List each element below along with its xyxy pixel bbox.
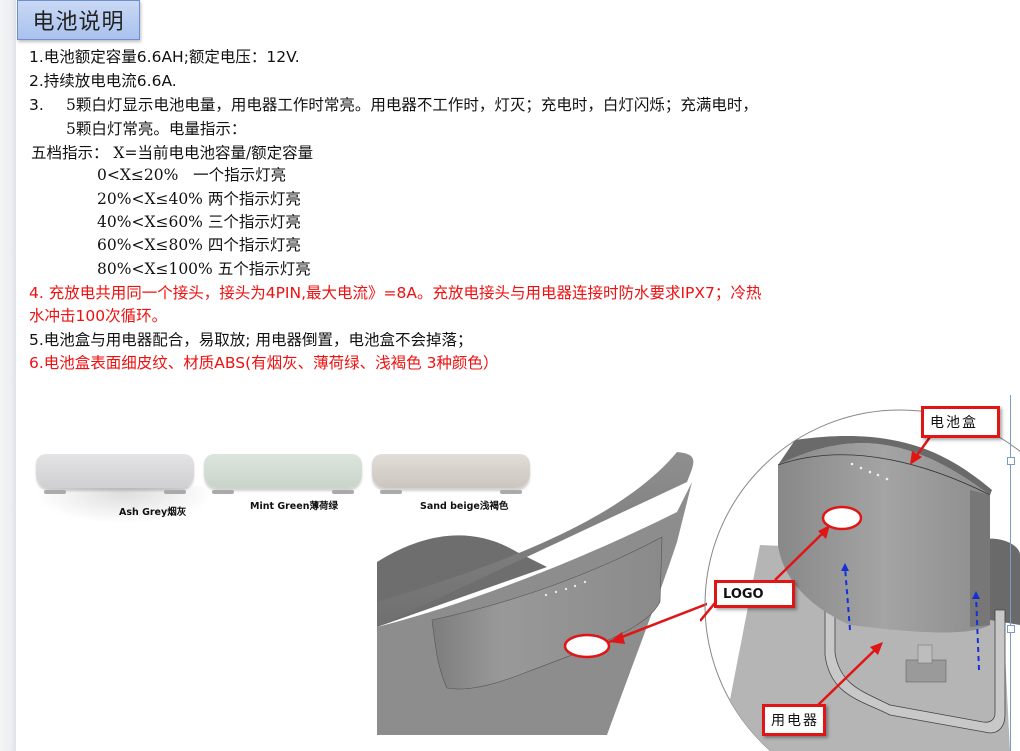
item-2: 2.持续放电电流6.6A. bbox=[29, 72, 177, 90]
five-level-indicator: 五档指示： X=当前电电池容量/额定容量 bbox=[31, 144, 314, 162]
level-desc: 五个指示灯亮 bbox=[217, 260, 311, 278]
swatch-label: Ash Grey烟灰 bbox=[119, 507, 187, 518]
item-4-line-2: 水冲击100次循环。 bbox=[29, 307, 168, 325]
selection-guide-line bbox=[1010, 395, 1011, 751]
level-desc: 两个指示灯亮 bbox=[207, 190, 301, 208]
left-margin bbox=[0, 0, 16, 751]
swatch-sand-beige bbox=[372, 454, 530, 494]
callout-appliance: 用电器 bbox=[762, 704, 826, 736]
level-row: 40%<X≤60% 三个指示灯亮 bbox=[97, 211, 301, 234]
level-row: 80%<X≤100% 五个指示灯亮 bbox=[97, 258, 311, 281]
page-title: 电池说明 bbox=[17, 0, 140, 40]
level-range: 80%<X≤100% bbox=[97, 260, 213, 278]
detail-render-svg bbox=[700, 409, 1020, 751]
level-row: 20%<X≤40% 两个指示灯亮 bbox=[97, 188, 301, 211]
level-desc: 一个指示灯亮 bbox=[193, 166, 287, 184]
item-3-line-2: 5颗白灯常亮。电量指示： bbox=[66, 120, 247, 138]
level-range: 60%<X≤80% bbox=[97, 236, 203, 254]
swatch-label: Mint Green薄荷绿 bbox=[250, 501, 338, 512]
callout-battery-box: 电池盒 bbox=[921, 406, 1000, 438]
swatch-ash-grey bbox=[36, 454, 194, 494]
item-6: 6.电池盒表面细皮纹、材质ABS(有烟灰、薄荷绿、浅褐色 3种颜色） bbox=[29, 354, 499, 372]
item-3-line-1: 5颗白灯显示电池电量，用电器工作时常亮。用电器不工作时，灯灭；充电时，白灯闪烁；… bbox=[66, 96, 758, 114]
callout-logo: LOGO bbox=[714, 580, 795, 608]
resize-handle[interactable] bbox=[1007, 625, 1015, 633]
swatch-label: Sand beige浅褐色 bbox=[420, 501, 509, 512]
level-range: 0<X≤20% bbox=[97, 166, 179, 184]
level-desc: 四个指示灯亮 bbox=[207, 236, 301, 254]
item-1: 1.电池额定容量6.6AH;额定电压：12V. bbox=[29, 48, 300, 66]
product-render-detail bbox=[700, 395, 1020, 751]
swatch-mint-green bbox=[204, 454, 362, 494]
product-render-front bbox=[377, 452, 707, 735]
logo-placeholder-right bbox=[821, 505, 863, 531]
level-row: 60%<X≤80% 四个指示灯亮 bbox=[97, 234, 301, 257]
item-5: 5.电池盒与用电器配合，易取放; 用电器倒置，电池盒不会掉落； bbox=[29, 331, 473, 349]
product-render-svg bbox=[377, 452, 707, 735]
level-range: 20%<X≤40% bbox=[97, 190, 203, 208]
color-swatches: Ash Grey烟灰 Mint Green薄荷绿 Sand beige浅褐色 bbox=[34, 450, 534, 530]
item-3-number: 3. bbox=[29, 96, 44, 114]
resize-handle[interactable] bbox=[1007, 457, 1015, 465]
level-desc: 三个指示灯亮 bbox=[207, 213, 301, 231]
level-row: 0<X≤20% 一个指示灯亮 bbox=[97, 164, 286, 187]
logo-placeholder-left bbox=[563, 633, 611, 659]
level-range: 40%<X≤60% bbox=[97, 213, 203, 231]
item-4-line-1: 4. 充放电共用同一个接头，接头为4PIN,最大电流》=8A。充放电接头与用电器… bbox=[29, 284, 762, 302]
